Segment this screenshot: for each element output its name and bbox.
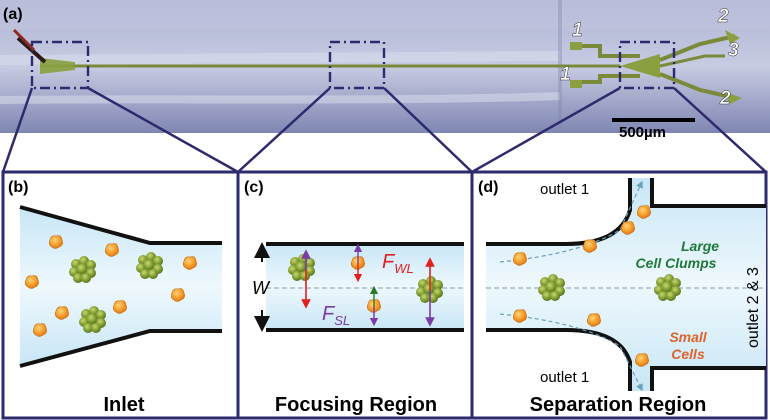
zoom-box-inlet bbox=[30, 40, 90, 90]
panel-label-d: (d) bbox=[478, 179, 498, 196]
force-shear-label: FSL bbox=[322, 303, 350, 328]
panel-label-a: (a) bbox=[3, 6, 23, 23]
zoom-box-separation bbox=[618, 40, 676, 90]
scale-bar-label: 500µm bbox=[619, 124, 666, 141]
separation-wall bbox=[650, 178, 766, 208]
photo-inlet bbox=[40, 58, 75, 74]
inlet-panel: (b) Inlet bbox=[8, 179, 222, 416]
panel-label-b: (b) bbox=[8, 179, 28, 196]
panel-caption-separation: Separation Region bbox=[530, 394, 707, 416]
panel-caption-focusing: Focusing Region bbox=[275, 394, 437, 416]
separation-channel bbox=[486, 178, 766, 392]
inlet-wall-bottom bbox=[19, 329, 222, 368]
panel-label-c: (c) bbox=[244, 179, 264, 196]
width-label: W bbox=[252, 278, 271, 298]
photo-outlet-number: 3 bbox=[728, 40, 739, 61]
separation-wall bbox=[650, 366, 766, 392]
force-wall-label: FWL bbox=[382, 251, 414, 276]
small-cells-label-line1: Small bbox=[669, 329, 707, 345]
separation-wall bbox=[486, 328, 632, 392]
photo-outlet-number: 2 bbox=[717, 6, 729, 27]
small-cell-streamline bbox=[499, 313, 643, 392]
inlet-wall-top bbox=[19, 205, 222, 245]
large-clumps-label-line1: Large bbox=[681, 238, 719, 254]
photo-separation-chamber bbox=[620, 54, 660, 78]
photo-outlet-number: 1 bbox=[560, 64, 571, 85]
focusing-panel: W FWL FSL (c) Focusing Region bbox=[244, 179, 464, 416]
photo-outlet-number: 1 bbox=[572, 20, 583, 41]
outlet-bottom-label: outlet 1 bbox=[540, 369, 589, 386]
photo-panel: 1 1 2 3 2 500µm (a) bbox=[0, 0, 770, 141]
photo-outlet-number: 2 bbox=[719, 88, 731, 109]
inlet-channel bbox=[20, 207, 222, 366]
small-cells-label-line2: Cells bbox=[671, 346, 705, 362]
outlet-right-label: outlet 2 & 3 bbox=[745, 267, 762, 348]
separation-panel: outlet 1 outlet 1 outlet 2 & 3 Large Cel… bbox=[478, 178, 766, 416]
panel-caption-inlet: Inlet bbox=[103, 394, 144, 416]
zoom-box-focusing bbox=[328, 40, 386, 90]
large-clumps-label-line2: Cell Clumps bbox=[636, 255, 717, 271]
zoom-connectors bbox=[1, 86, 767, 174]
outlet-top-label: outlet 1 bbox=[540, 181, 589, 198]
small-cell-streamline bbox=[499, 180, 643, 263]
